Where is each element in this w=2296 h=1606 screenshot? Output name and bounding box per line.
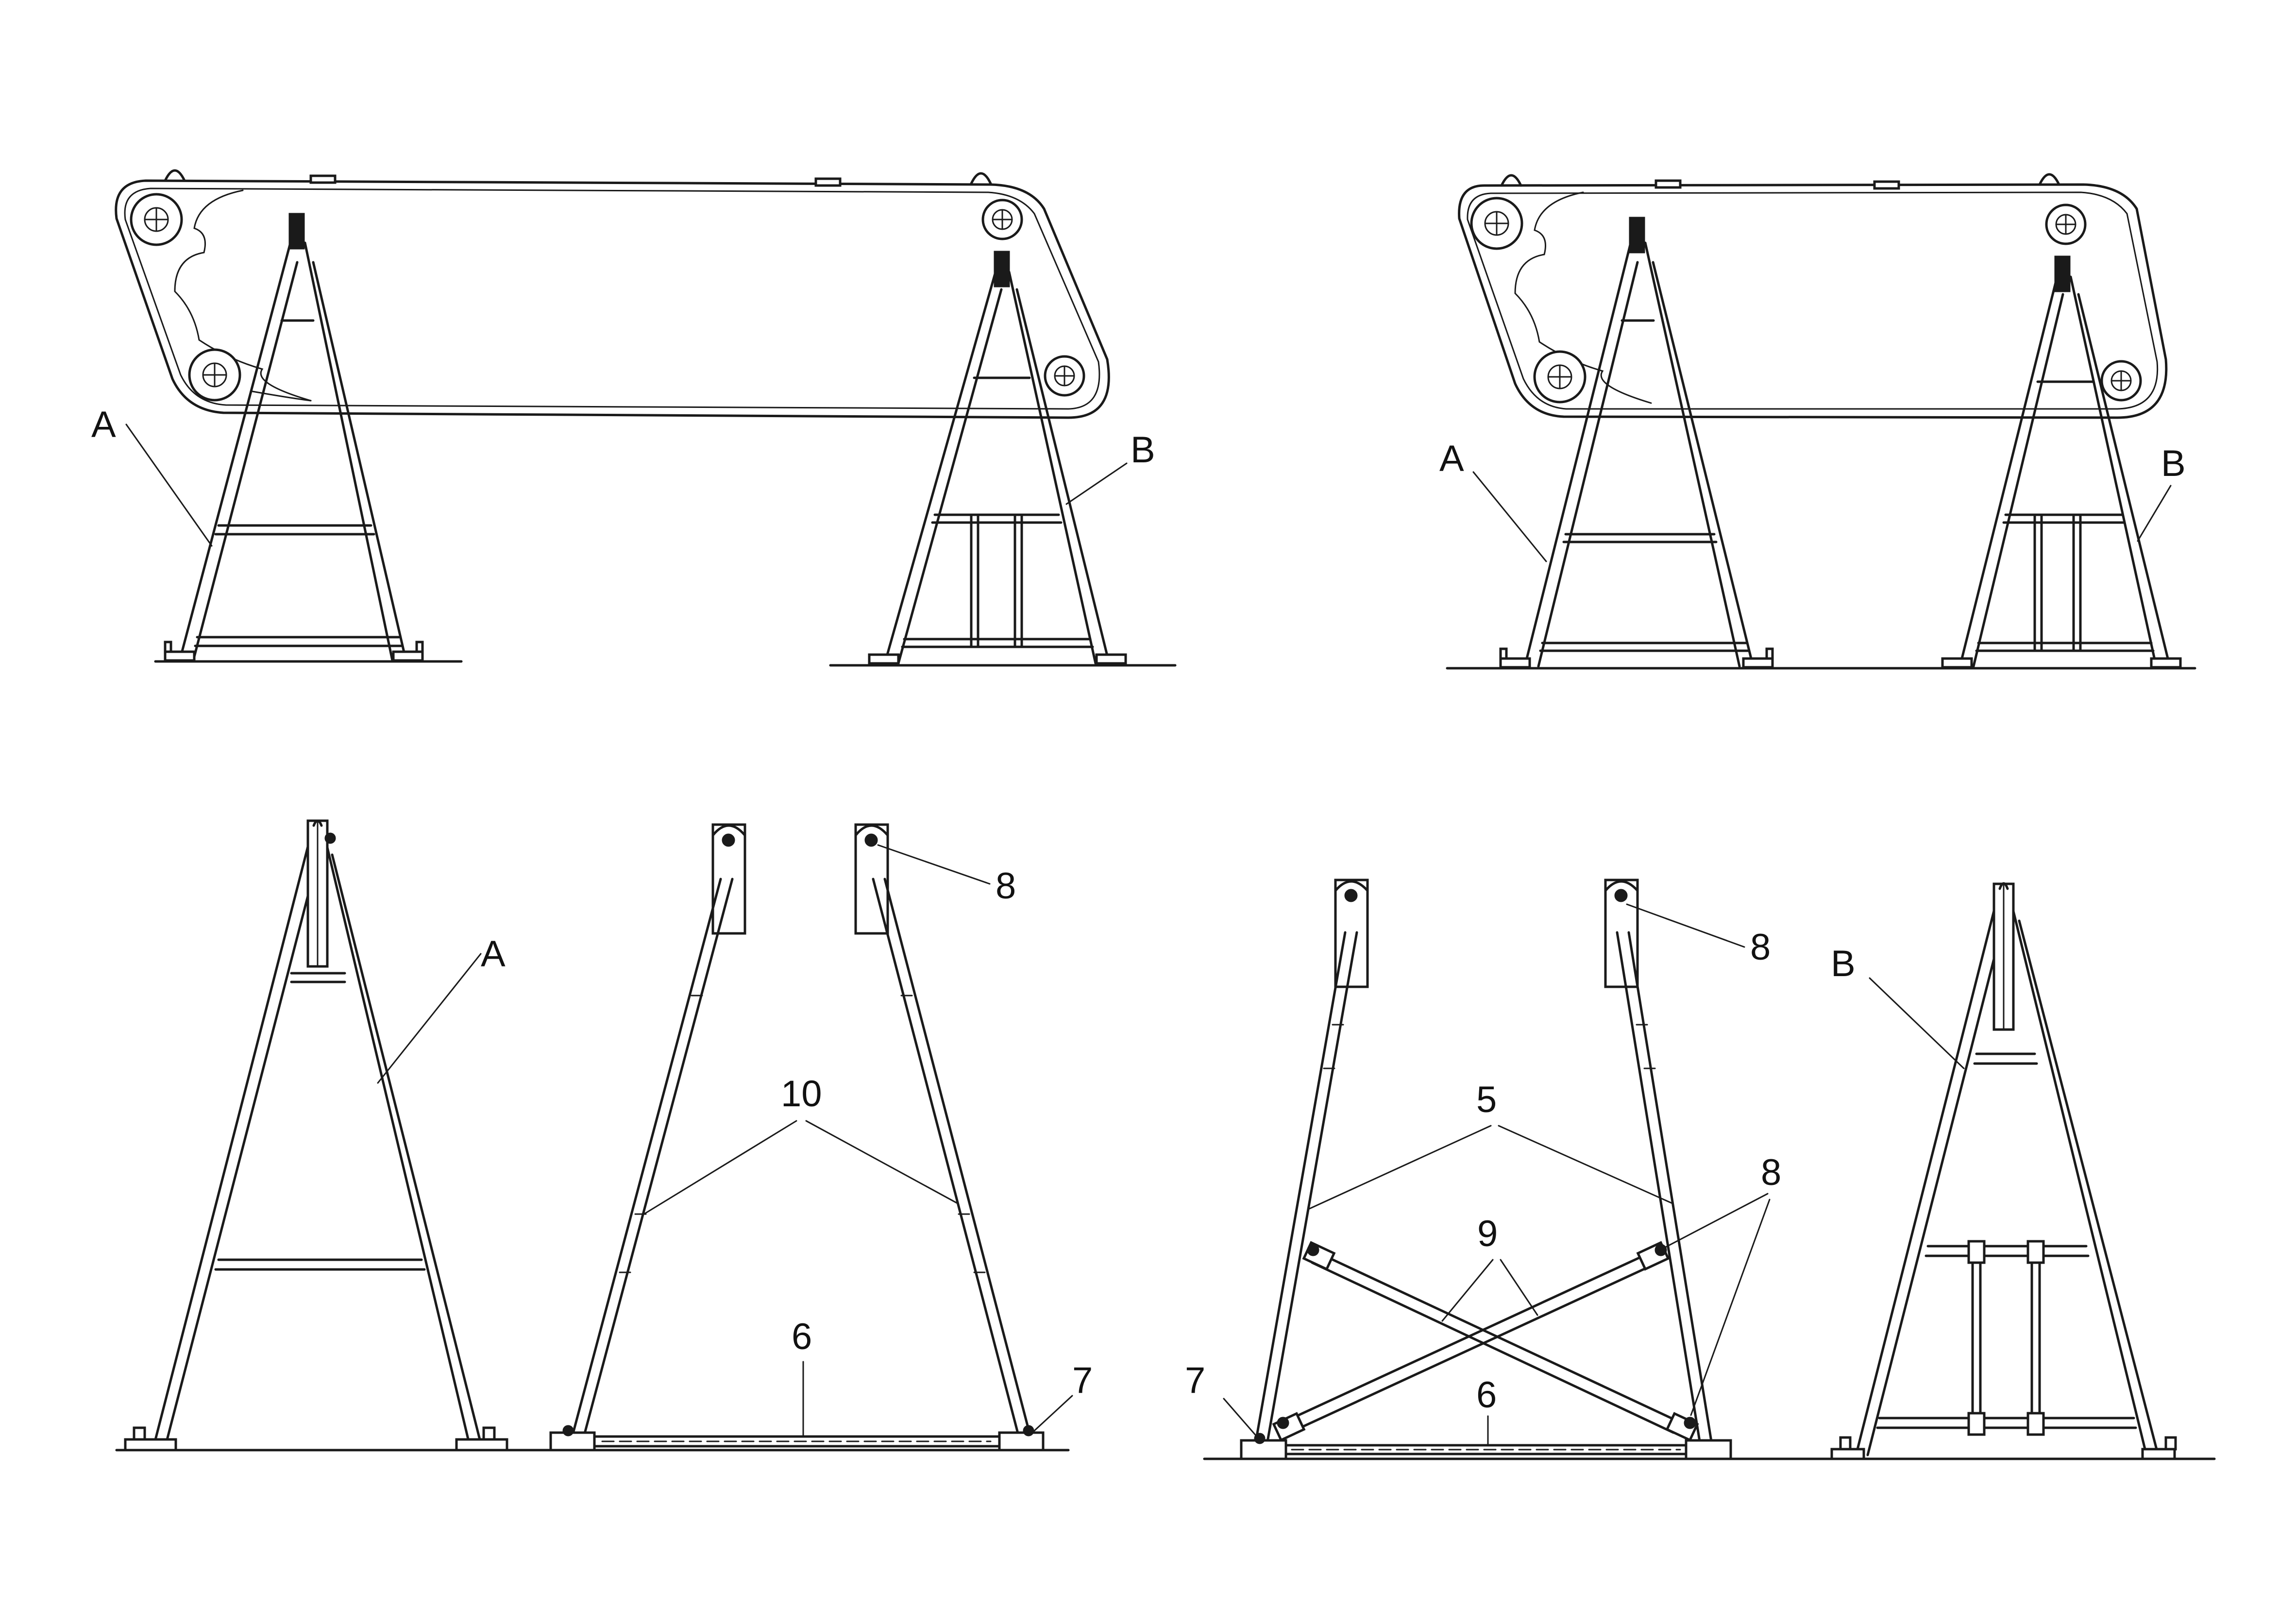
panel-boom-on-stands-right: A B xyxy=(1439,173,2196,670)
leader-line xyxy=(805,1120,959,1204)
label-a: A xyxy=(481,933,506,975)
stand-a-front-view xyxy=(124,819,508,1452)
label-b: B xyxy=(1831,943,1856,984)
pin-boss xyxy=(130,193,183,246)
label-a: A xyxy=(91,404,116,445)
label-7: 7 xyxy=(1072,1360,1093,1401)
leader-line xyxy=(1626,903,1745,948)
pin-boss xyxy=(1044,355,1085,397)
label-b: B xyxy=(2161,443,2186,484)
leader-line xyxy=(1498,1125,1673,1204)
stand-a xyxy=(164,213,424,662)
lifting-eye xyxy=(1500,174,1522,187)
lifting-eye xyxy=(164,169,186,182)
leader-line xyxy=(1663,1193,1769,1249)
label-6: 6 xyxy=(1476,1374,1497,1416)
stand-a xyxy=(1499,217,1774,669)
leader-line xyxy=(1500,1259,1538,1316)
leader-line xyxy=(1223,1398,1258,1437)
lifting-eye xyxy=(2038,173,2060,186)
leader-line xyxy=(1472,471,1547,562)
pin-boss xyxy=(1533,350,1587,404)
leg-5-left xyxy=(1253,879,1369,1449)
leg-5-right xyxy=(1604,879,1714,1449)
leader-line xyxy=(2137,485,2172,542)
leader-line xyxy=(1441,1259,1494,1322)
label-5: 5 xyxy=(1476,1079,1497,1120)
leg-10-right xyxy=(854,823,1034,1446)
label-10: 10 xyxy=(781,1073,822,1115)
label-b: B xyxy=(1131,429,1155,471)
panel-stand-b-assembly: 8 5 9 8 6 7 B xyxy=(1185,879,2216,1460)
base-beam-6 xyxy=(549,1425,1045,1452)
leader-line xyxy=(1307,1125,1492,1210)
leader-line xyxy=(1690,1199,1771,1416)
label-6: 6 xyxy=(792,1316,812,1357)
boom-section xyxy=(115,169,1110,419)
pin-boss xyxy=(2100,360,2142,402)
panel-boom-on-stands-left: A B xyxy=(91,169,1177,667)
leg-10-left xyxy=(569,823,746,1446)
stand-b xyxy=(1941,255,2182,669)
pin-boss xyxy=(1470,197,1523,250)
pin-boss xyxy=(188,348,241,402)
leader-line xyxy=(643,1120,797,1215)
label-8: 8 xyxy=(1761,1152,1781,1193)
stand-b-front-view xyxy=(1830,882,2177,1460)
label-a: A xyxy=(1439,438,1464,479)
stand-b xyxy=(868,251,1127,665)
label-9: 9 xyxy=(1477,1213,1498,1254)
label-7: 7 xyxy=(1185,1360,1205,1401)
leader-line xyxy=(377,953,482,1084)
lifting-eye xyxy=(970,172,992,185)
label-8: 8 xyxy=(1750,927,1771,968)
pin-boss xyxy=(2045,203,2087,245)
leader-line xyxy=(1869,977,1965,1069)
cross-brace-9 xyxy=(1272,1241,1699,1442)
base-beam-6 xyxy=(1240,1433,1732,1460)
pin-boss xyxy=(981,199,1023,240)
leader-line xyxy=(1033,1395,1073,1432)
label-8: 8 xyxy=(996,865,1016,907)
leader-line xyxy=(1065,462,1128,505)
leader-line xyxy=(877,844,991,885)
panel-stand-a-assembly: A 8 10 6 7 xyxy=(115,819,1093,1452)
leader-line xyxy=(125,423,213,547)
